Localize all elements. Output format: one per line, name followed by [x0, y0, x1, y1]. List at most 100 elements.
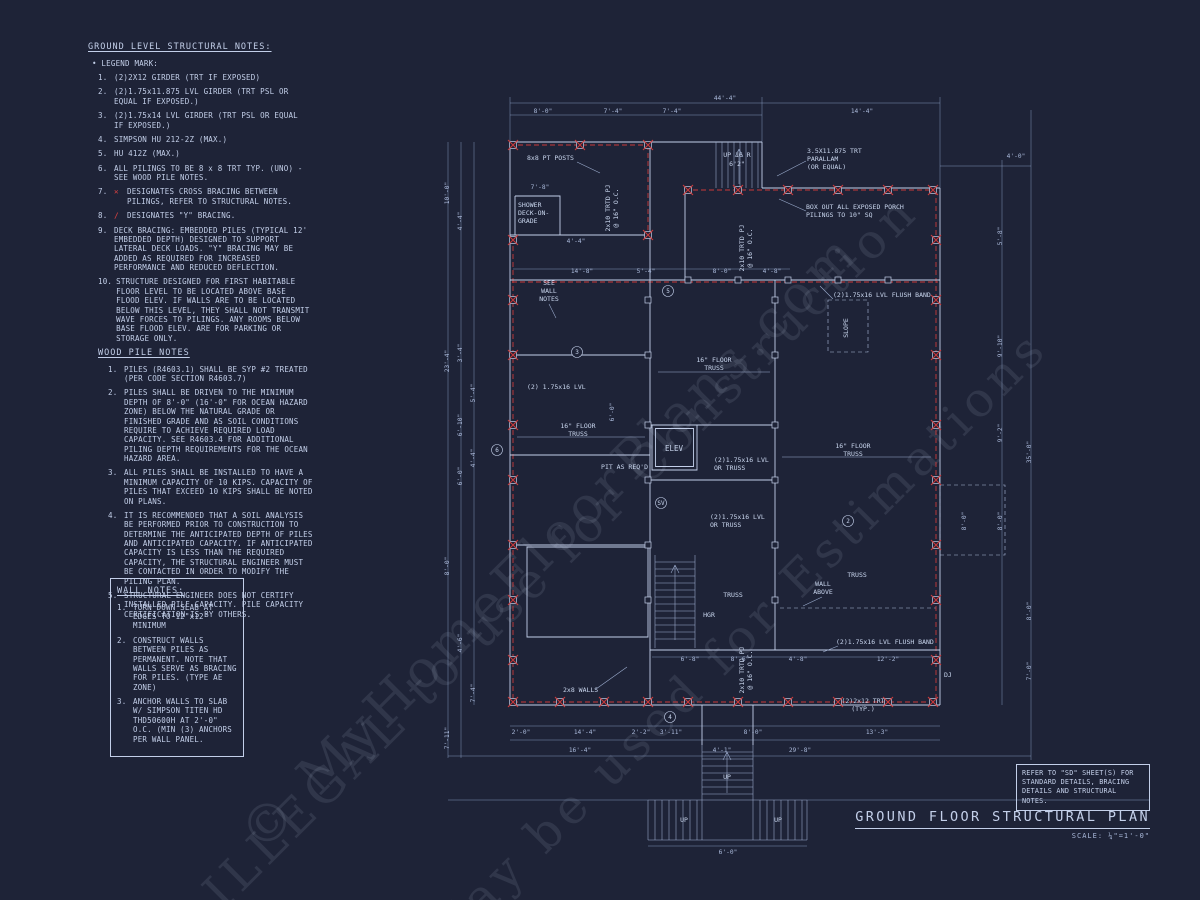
post-square	[734, 276, 742, 284]
plan-label: ELEV	[665, 444, 684, 453]
grid-bubble-number: 4	[668, 714, 672, 721]
note-number: 1.	[117, 602, 127, 612]
plan-label: (2)1.75x16 LVL FLUSH BAND	[836, 638, 934, 646]
cross-bracing-x-icon	[507, 539, 519, 551]
note-item: 6.ALL PILINGS TO BE 8 x 8 TRT TYP. (UNO)…	[98, 164, 312, 183]
note-text: (2)1.75x11.875 LVL GIRDER (TRT PSL OR EQ…	[114, 87, 289, 106]
ground-notes-title: GROUND LEVEL STRUCTURAL NOTES:	[88, 42, 272, 52]
post-square	[771, 421, 779, 429]
cross-bracing-x-icon	[554, 696, 566, 708]
grid-bubble-number: 5	[666, 288, 670, 295]
grid-bubble	[571, 346, 583, 358]
dashed-outlines	[780, 299, 1006, 609]
grid-bubble	[662, 285, 674, 297]
dimension-label: 4'-8"	[789, 656, 808, 663]
cross-bracing-x-icon	[930, 419, 942, 431]
plan-label: 2x8 WALLS	[563, 686, 598, 694]
post-square	[644, 541, 652, 549]
plan-label: OR TRUSS	[714, 464, 745, 472]
note-item: 7.✕DESIGNATES CROSS BRACING BETWEEN PILI…	[98, 187, 312, 206]
note-number: 2.	[108, 388, 118, 398]
grid-bubble-number: 3	[575, 349, 579, 356]
note-item: 2.CONSTRUCT WALLS BETWEEN PILES AS PERMA…	[117, 636, 237, 692]
grid-bubble	[491, 444, 503, 456]
dimension-label: 2'-2"	[632, 729, 651, 736]
note-number: 5.	[108, 590, 118, 600]
plan-label: (2) 1.75x16 LVL	[527, 383, 586, 391]
plan-label: TRUSS	[568, 430, 588, 438]
stair-direction-arrows	[670, 148, 744, 793]
post-square	[771, 296, 779, 304]
cross-bracing-x-icon	[507, 594, 519, 606]
cross-bracing-x-icon	[732, 184, 744, 196]
cross-bracing-x-icon	[507, 349, 519, 361]
wood-pile-notes: WOOD PILE NOTES 1.PILES (R4603.1) SHALL …	[98, 348, 316, 624]
note-item: 8.∕DESIGNATES "Y" BRACING.	[98, 211, 312, 220]
cross-bracing-x-icon	[927, 184, 939, 196]
dimension-label: 23'-4"	[444, 350, 451, 372]
sheet-scale: SCALE: ¼"=1'-0"	[1071, 832, 1150, 840]
leader-lines	[548, 160, 839, 690]
dimension-label: 5'-4"	[470, 384, 477, 403]
dimension-label: 5'-4"	[637, 268, 656, 275]
note-item: 2. (2)1.75x11.875 LVL GIRDER (TRT PSL OR …	[98, 87, 312, 106]
plan-label: SEE	[543, 279, 555, 287]
plan-label: ABOVE	[813, 588, 833, 596]
dimension-label: 6'-0"	[457, 467, 464, 486]
dimension-label: 6'-10"	[457, 414, 464, 436]
dimension-label: 3'-4"	[457, 344, 464, 363]
cross-bracing-x-icon	[507, 696, 519, 708]
note-text: TURN DOWN SLAB AT EDGES TO 12"x12" MINIM…	[133, 602, 214, 631]
dimension-label: 8'-0"	[744, 729, 763, 736]
post-square	[784, 276, 792, 284]
plan-label: 3.5X11.875 TRT	[807, 147, 862, 155]
note-number: 2.	[98, 87, 108, 97]
note-number: 9.	[98, 225, 108, 235]
dimension-label: 2'-0"	[512, 729, 531, 736]
note-text: STRUCTURAL ENGINEER DOES NOT CERTIFY INS…	[124, 590, 304, 619]
note-item: 1. TURN DOWN SLAB AT EDGES TO 12"x12" MIN…	[117, 603, 237, 631]
plan-label: OR TRUSS	[710, 521, 741, 529]
plan-label: WALL	[815, 580, 831, 588]
dimension-label: 9'-10"	[997, 335, 1004, 357]
post-square	[771, 476, 779, 484]
note-text: PILES SHALL BE DRIVEN TO THE MINIMUM DEP…	[124, 388, 308, 463]
dimension-label: 35'-0"	[1026, 441, 1033, 463]
dimension-lines	[447, 97, 1150, 847]
cross-bracing-x-icon	[507, 294, 519, 306]
plan-label: PIT AS REQ'D	[601, 463, 648, 471]
grid-bubble-number: 2	[846, 518, 850, 525]
note-number: 10.	[98, 277, 113, 287]
title-block: GROUND FLOOR STRUCTURAL PLAN SCALE: ¼"=1…	[855, 806, 1150, 840]
elevator-shaft	[651, 424, 698, 471]
dimension-label: 13'-3"	[866, 729, 888, 736]
dimension-label: 12'-2"	[877, 656, 899, 663]
plan-label: (OR EQUAL)	[807, 163, 846, 171]
plan-label: 2x10 TRTD PJ	[738, 646, 746, 693]
dimension-label: 14'-8"	[571, 268, 593, 275]
plan-label: HGR	[703, 611, 715, 619]
cross-bracing-x-icon	[507, 654, 519, 666]
dimension-label: 8'-0"	[997, 512, 1004, 531]
dimension-label: 4'-1"	[713, 747, 732, 754]
cross-bracing-x-icon	[507, 474, 519, 486]
note-item: 9.DECK BRACING: EMBEDDED PILES (TYPICAL …	[98, 226, 312, 273]
cross-bracing-x-icon	[732, 696, 744, 708]
red-x-icon: ✕	[114, 187, 119, 197]
post-square	[644, 476, 652, 484]
note-text: HU 412Z (MAX.)	[114, 149, 181, 159]
post-square	[771, 541, 779, 549]
note-text: (2)2X12 GIRDER (TRT IF EXPOSED)	[114, 73, 261, 82]
sd-reference-note: REFER TO "SD" SHEET(S) FOR STANDARD DETA…	[1016, 764, 1150, 811]
note-number: 4.	[98, 134, 108, 144]
truss-span-lines	[517, 371, 931, 458]
plan-label: 6'2"	[729, 160, 745, 168]
dimension-label: 7'-4"	[663, 108, 682, 115]
plan-label: TRUSS	[843, 450, 863, 458]
cross-bracing-x-icon	[782, 696, 794, 708]
plan-label: @ 16" O.C.	[746, 650, 754, 689]
cross-bracing-x-icon	[682, 696, 694, 708]
dimension-label: 6'-0"	[609, 403, 616, 422]
note-text: DESIGNATES "Y" BRACING.	[127, 211, 236, 221]
cross-bracing-x-icon	[642, 696, 654, 708]
